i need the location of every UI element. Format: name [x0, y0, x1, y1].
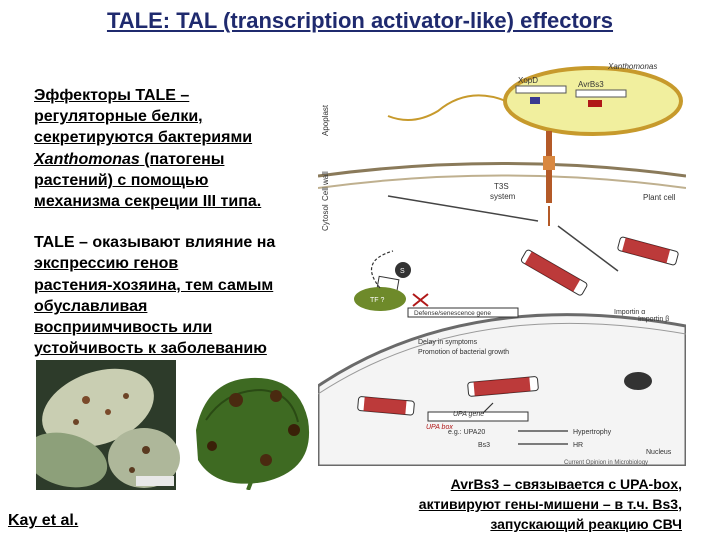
- label-nucleus: Nucleus: [646, 449, 672, 456]
- diseased-leaves-photo: [36, 360, 316, 490]
- label-importin-alpha: Importin α: [614, 309, 645, 316]
- label-hypertrophy: Hypertrophy: [573, 429, 612, 436]
- text-line: устойчивость к заболеванию: [34, 340, 267, 358]
- text-line: регуляторные белки,: [34, 108, 203, 126]
- text-line: механизма секреции III типа.: [34, 193, 262, 211]
- label-xopd: XopD: [518, 76, 538, 85]
- label-journal: Current Opinion in Microbiology: [564, 460, 648, 466]
- text-line-italic: Xanthomonas: [34, 150, 140, 168]
- text-line: растений) с помощью: [34, 171, 209, 189]
- text-line: обуславливая: [34, 297, 148, 315]
- label-upa-box: UPA box: [426, 424, 453, 431]
- paragraph-effect: TALE – оказывают влияние на экспрессию г…: [34, 232, 324, 359]
- label-cytosol: Cytosol: [321, 204, 330, 231]
- citation-text: Kay et al.: [8, 512, 79, 529]
- figure-caption: AvrBs3 – связывается с UPA-box, активиру…: [352, 474, 682, 534]
- text-line: (патогены: [139, 150, 225, 168]
- label-upa-gene: UPA gene: [453, 411, 484, 418]
- label-avrbs3-gene: AvrBs3: [578, 80, 604, 89]
- text-line: восприимчивость или: [34, 319, 213, 337]
- label-cell-wall: Cell wall: [321, 171, 330, 201]
- label-xanthomonas: Xanthomonas: [607, 62, 657, 71]
- text-line: Эффекторы TALE –: [34, 87, 190, 104]
- caption-line: активируют гены-мишени – в т.ч. Bs3,: [418, 496, 682, 512]
- label-tf: TF ?: [370, 297, 384, 304]
- text-line: растения-хозяина, тем самым: [34, 276, 274, 294]
- label-delay: Delay in symptoms: [418, 339, 478, 346]
- label-hr: HR: [573, 442, 583, 449]
- description-text: Эффекторы TALE – регуляторные белки, сек…: [34, 85, 324, 379]
- label-apoplast: Apoplast: [321, 104, 330, 136]
- label-bs3: Bs3: [478, 442, 490, 449]
- label-system: system: [490, 192, 516, 201]
- label-t3s: T3S: [494, 182, 509, 191]
- text-line: секретируются бактериями: [34, 129, 253, 147]
- label-promotion: Promotion of bacterial growth: [418, 349, 509, 356]
- paragraph-secretion: Эффекторы TALE – регуляторные белки, сек…: [34, 85, 324, 212]
- page-title: TALE: TAL (transcription activator-like)…: [106, 8, 614, 33]
- caption-line: AvrBs3 – связывается с UPA-box,: [450, 476, 682, 492]
- label-upa20: e.g.: UPA20: [448, 429, 485, 436]
- text-line: TALE – оказывают влияние на: [34, 234, 276, 252]
- text-line: экспрессию генов: [34, 255, 179, 273]
- citation: Kay et al.: [8, 512, 78, 530]
- tale-mechanism-diagram: Xanthomonas XopD AvrBs3 Apoplast Cell wa…: [318, 56, 686, 466]
- label-s: S: [400, 268, 405, 275]
- label-defense-gene: Defense/senescence gene: [414, 310, 491, 317]
- caption-line: запускающий реакцию СВЧ: [490, 516, 682, 532]
- label-importin-beta: Importin β: [638, 316, 669, 323]
- label-plant-cell: Plant cell: [643, 193, 676, 202]
